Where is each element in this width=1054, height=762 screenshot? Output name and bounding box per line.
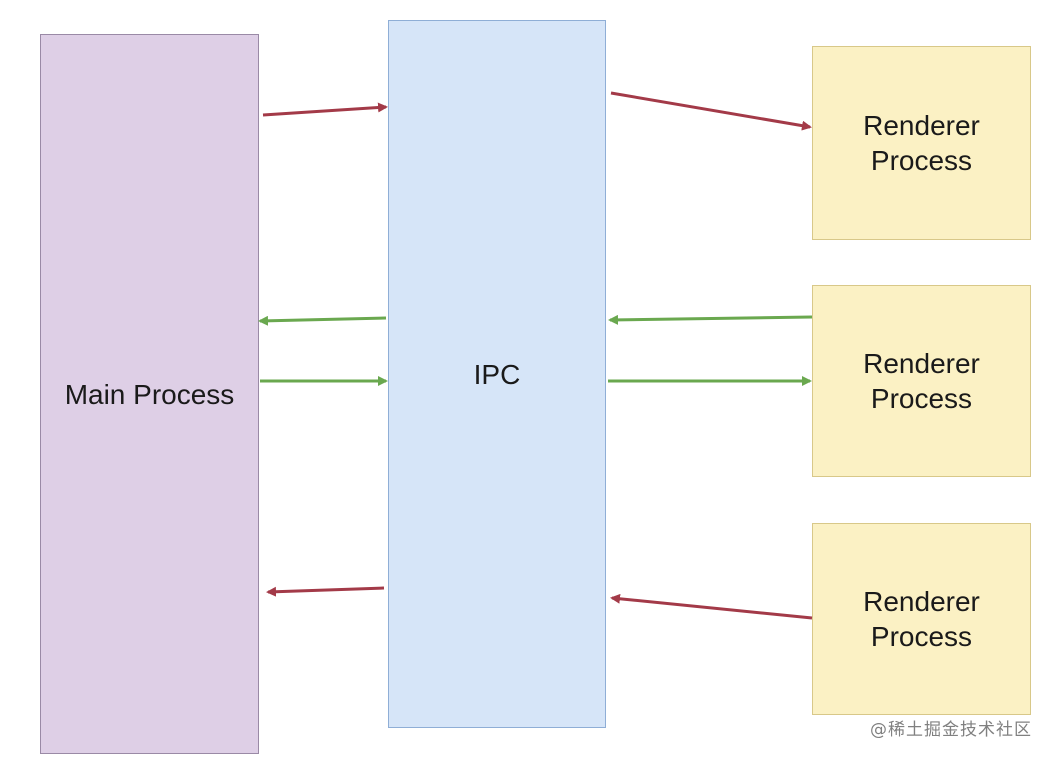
arrow-main-to-ipc-red xyxy=(262,102,388,117)
renderer-process-box-1: Renderer Process xyxy=(812,46,1031,240)
ipc-label: IPC xyxy=(473,358,521,390)
watermark-text: @稀土掘金技术社区 xyxy=(870,720,1032,740)
arrow-ipc-to-renderer-1-red xyxy=(610,91,812,131)
arrow-renderer-3-to-ipc-red xyxy=(610,593,813,620)
renderer-process-label-1: Renderer Process xyxy=(863,110,980,176)
renderer-process-box-3: Renderer Process xyxy=(812,523,1031,715)
renderer-process-label-2: Renderer Process xyxy=(863,348,980,414)
ipc-box: IPC xyxy=(388,20,606,728)
arrow-renderer-2-to-ipc-green xyxy=(608,314,813,325)
renderer-process-box-2: Renderer Process xyxy=(812,285,1031,477)
arrow-ipc-to-main-green xyxy=(258,315,387,326)
main-process-label: Main Process xyxy=(64,378,235,410)
main-process-box: Main Process xyxy=(40,34,259,754)
arrow-ipc-to-main-red xyxy=(266,586,385,597)
renderer-process-label-3: Renderer Process xyxy=(863,586,980,652)
